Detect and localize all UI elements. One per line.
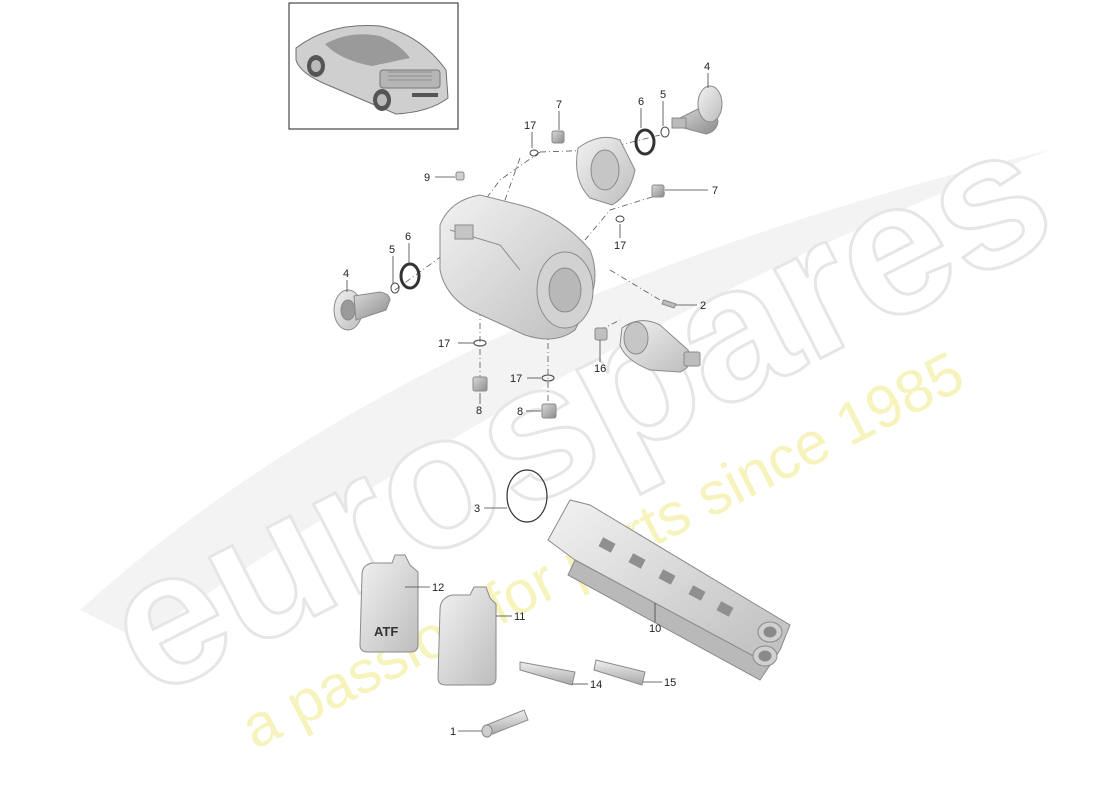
atf-oil-canister: ATF xyxy=(359,554,419,653)
seals xyxy=(390,126,670,523)
atf-label: ATF xyxy=(374,624,398,639)
tube-14 xyxy=(519,661,576,686)
callout-1: 1 xyxy=(450,726,456,738)
leader-lines xyxy=(346,73,709,732)
callout-9: 9 xyxy=(424,172,430,184)
callout-4-top: 4 xyxy=(704,61,710,73)
output-flange-right xyxy=(671,85,723,135)
callout-8-left: 8 xyxy=(476,405,482,417)
output-flange-left xyxy=(333,289,391,331)
callout-4-left: 4 xyxy=(343,268,349,280)
callout-7-right: 7 xyxy=(712,185,718,197)
support-beam xyxy=(547,499,791,681)
callout-3: 3 xyxy=(474,503,480,515)
actuator-unit xyxy=(594,320,701,373)
car-thumbnail xyxy=(288,2,459,130)
callout-17-lower: 17 xyxy=(510,373,522,385)
watermark-swoosh xyxy=(80,150,1050,640)
callout-7-top: 7 xyxy=(556,99,562,111)
callout-11: 11 xyxy=(514,611,525,623)
seal-ring-6-left xyxy=(399,262,421,290)
plug-7-a xyxy=(551,130,565,144)
callout-5-left: 5 xyxy=(389,244,395,256)
callout-8-right: 8 xyxy=(517,406,523,418)
callout-labels: 4 7 6 5 17 9 7 17 4 5 6 2 17 16 17 8 8 3… xyxy=(343,61,718,738)
o-ring-17-b xyxy=(615,215,625,223)
seal-ring-6-right xyxy=(634,128,656,156)
callout-16: 16 xyxy=(594,363,606,375)
plug-9 xyxy=(455,171,465,181)
o-ring-17-d xyxy=(541,374,555,382)
plug-7-b xyxy=(651,184,665,198)
callout-14: 14 xyxy=(590,679,602,691)
tubes xyxy=(481,659,646,738)
car-rear-view-image xyxy=(295,25,449,115)
plugs xyxy=(455,130,677,419)
callout-5-top: 5 xyxy=(660,89,666,101)
o-ring-17-a xyxy=(529,149,539,157)
callout-15: 15 xyxy=(664,677,676,689)
gasket-3 xyxy=(506,469,548,523)
sensor-2 xyxy=(661,299,677,309)
callout-17-left: 17 xyxy=(438,338,450,350)
o-ring-5-right xyxy=(660,126,670,138)
callout-2: 2 xyxy=(700,300,706,312)
plug-8-a xyxy=(472,376,488,392)
callout-6-top: 6 xyxy=(638,96,644,108)
plug-8-b xyxy=(541,403,557,419)
o-ring-5-left xyxy=(390,282,400,294)
callout-6-left: 6 xyxy=(405,231,411,243)
callout-17-top: 17 xyxy=(524,120,536,132)
callout-10: 10 xyxy=(649,623,661,635)
flange-cover xyxy=(576,136,636,206)
tube-15 xyxy=(593,659,646,686)
transmission-housing xyxy=(439,194,596,340)
watermark: eurospares a passion for parts since 198… xyxy=(71,81,1083,762)
callout-12: 12 xyxy=(432,582,444,594)
oil-canister xyxy=(437,586,497,686)
callout-17-right: 17 xyxy=(614,240,626,252)
